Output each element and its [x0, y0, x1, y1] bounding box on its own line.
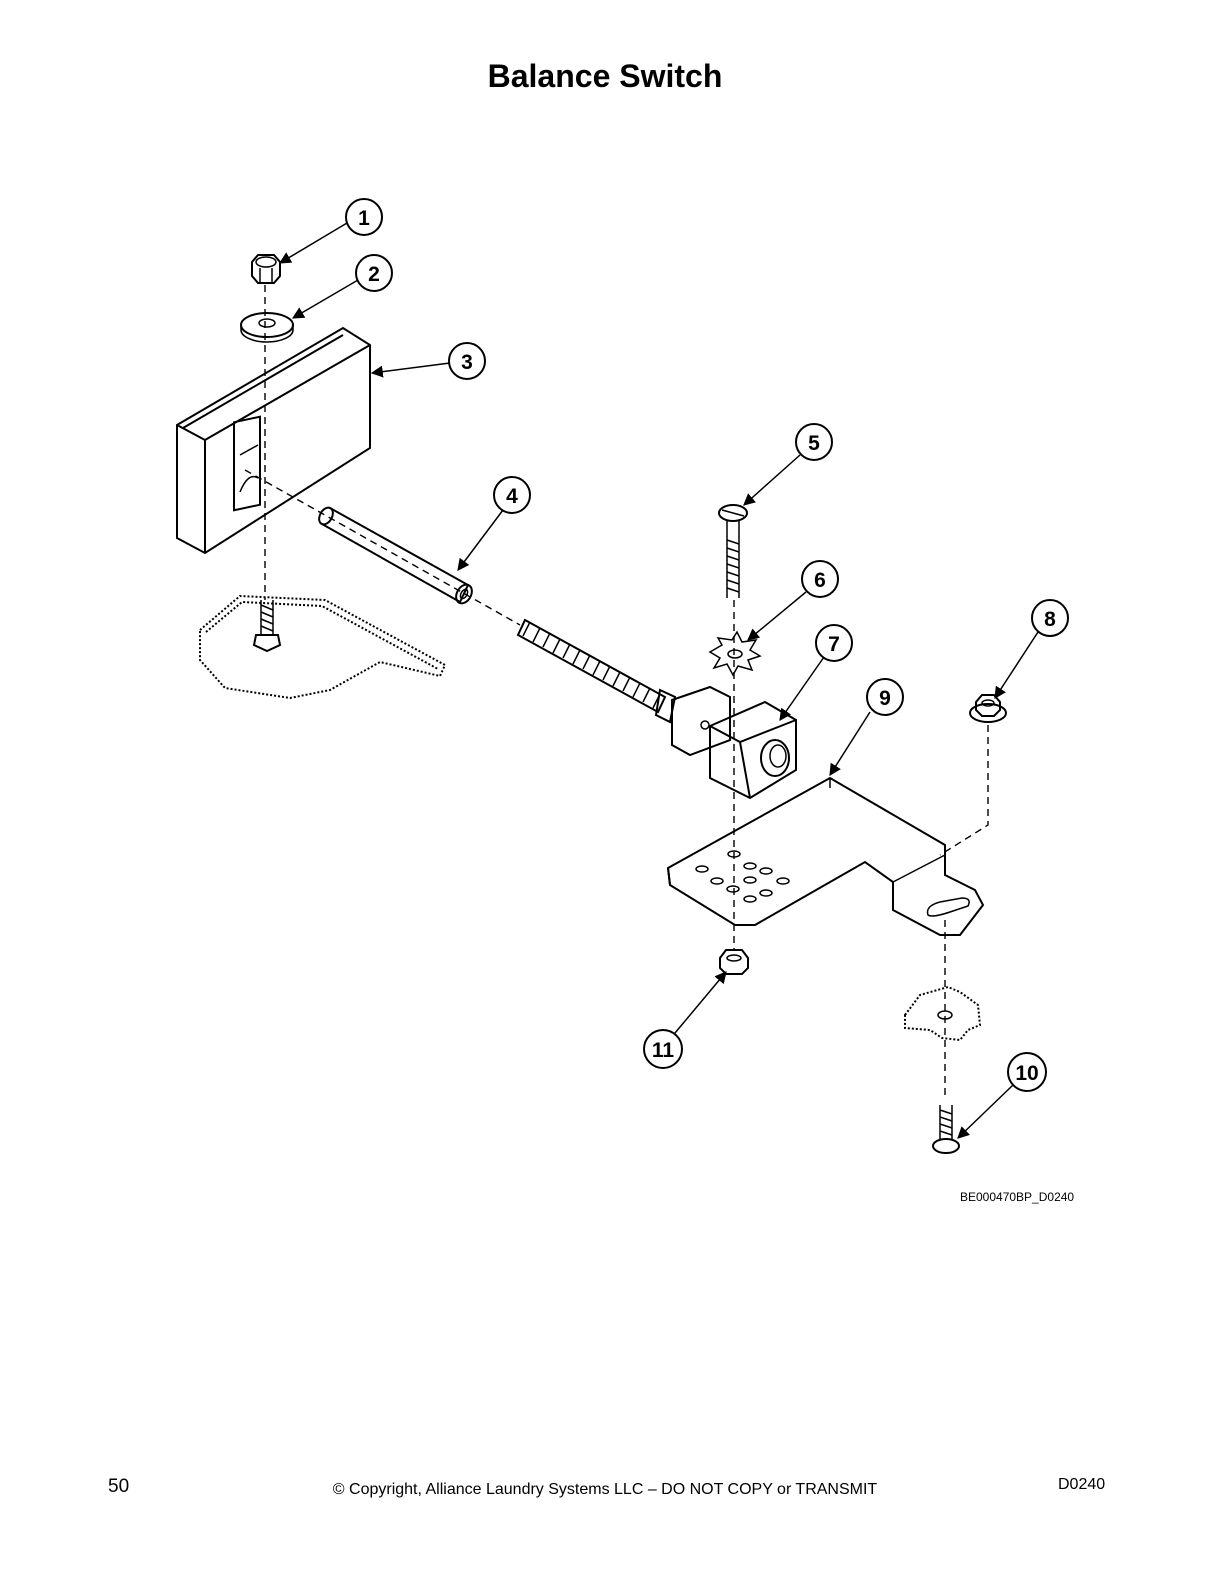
callout-1-label: 1 [358, 207, 370, 230]
callout-7-label: 7 [828, 633, 840, 656]
part-5-screw [718, 504, 748, 598]
callout-4: 4 [493, 476, 531, 514]
part-3-switch-housing [176, 326, 371, 555]
mounting-panel-outline [199, 594, 447, 700]
part-6-star-washer [708, 630, 762, 677]
part-10-screw [932, 1105, 960, 1154]
callout-11-label: 11 [652, 1039, 675, 1062]
callout-7: 7 [815, 624, 853, 662]
part-9-bracket [666, 776, 985, 936]
callout-5-label: 5 [808, 432, 820, 455]
copyright-notice: © Copyright, Alliance Laundry Systems LL… [332, 1481, 878, 1498]
callout-4-label: 4 [506, 485, 518, 508]
housing-mount-stud [252, 600, 282, 653]
callout-6: 6 [801, 560, 839, 598]
callout-2: 2 [355, 254, 393, 292]
callout-5: 5 [795, 423, 833, 461]
callout-6-label: 6 [814, 569, 826, 592]
callout-10-label: 10 [1015, 1062, 1038, 1085]
callout-10: 10 [1007, 1052, 1047, 1092]
document-code: D0240 [1058, 1476, 1106, 1493]
callout-8: 8 [1031, 599, 1069, 637]
part-2-washer [240, 312, 294, 343]
callout-8-label: 8 [1044, 608, 1056, 631]
callout-3: 3 [448, 342, 486, 380]
part-4-spacer-tube [318, 506, 473, 605]
part-11-nut [719, 949, 749, 975]
lower-panel-outline [904, 985, 982, 1042]
callout-leaders [278, 222, 1039, 1139]
callout-9: 9 [866, 678, 904, 716]
page-title: Balance Switch [487, 58, 723, 94]
page-number: 50 [108, 1476, 130, 1497]
part-1-lock-nut [251, 254, 281, 284]
part-7-switch [516, 618, 797, 800]
figure-id: BE000470BP_D0240 [960, 1190, 1075, 1204]
callout-11: 11 [643, 1029, 683, 1069]
callout-2-label: 2 [368, 263, 380, 286]
part-8-flange-nut [969, 694, 1007, 723]
callout-9-label: 9 [879, 687, 891, 710]
callout-3-label: 3 [461, 351, 473, 374]
callout-1: 1 [345, 198, 383, 236]
